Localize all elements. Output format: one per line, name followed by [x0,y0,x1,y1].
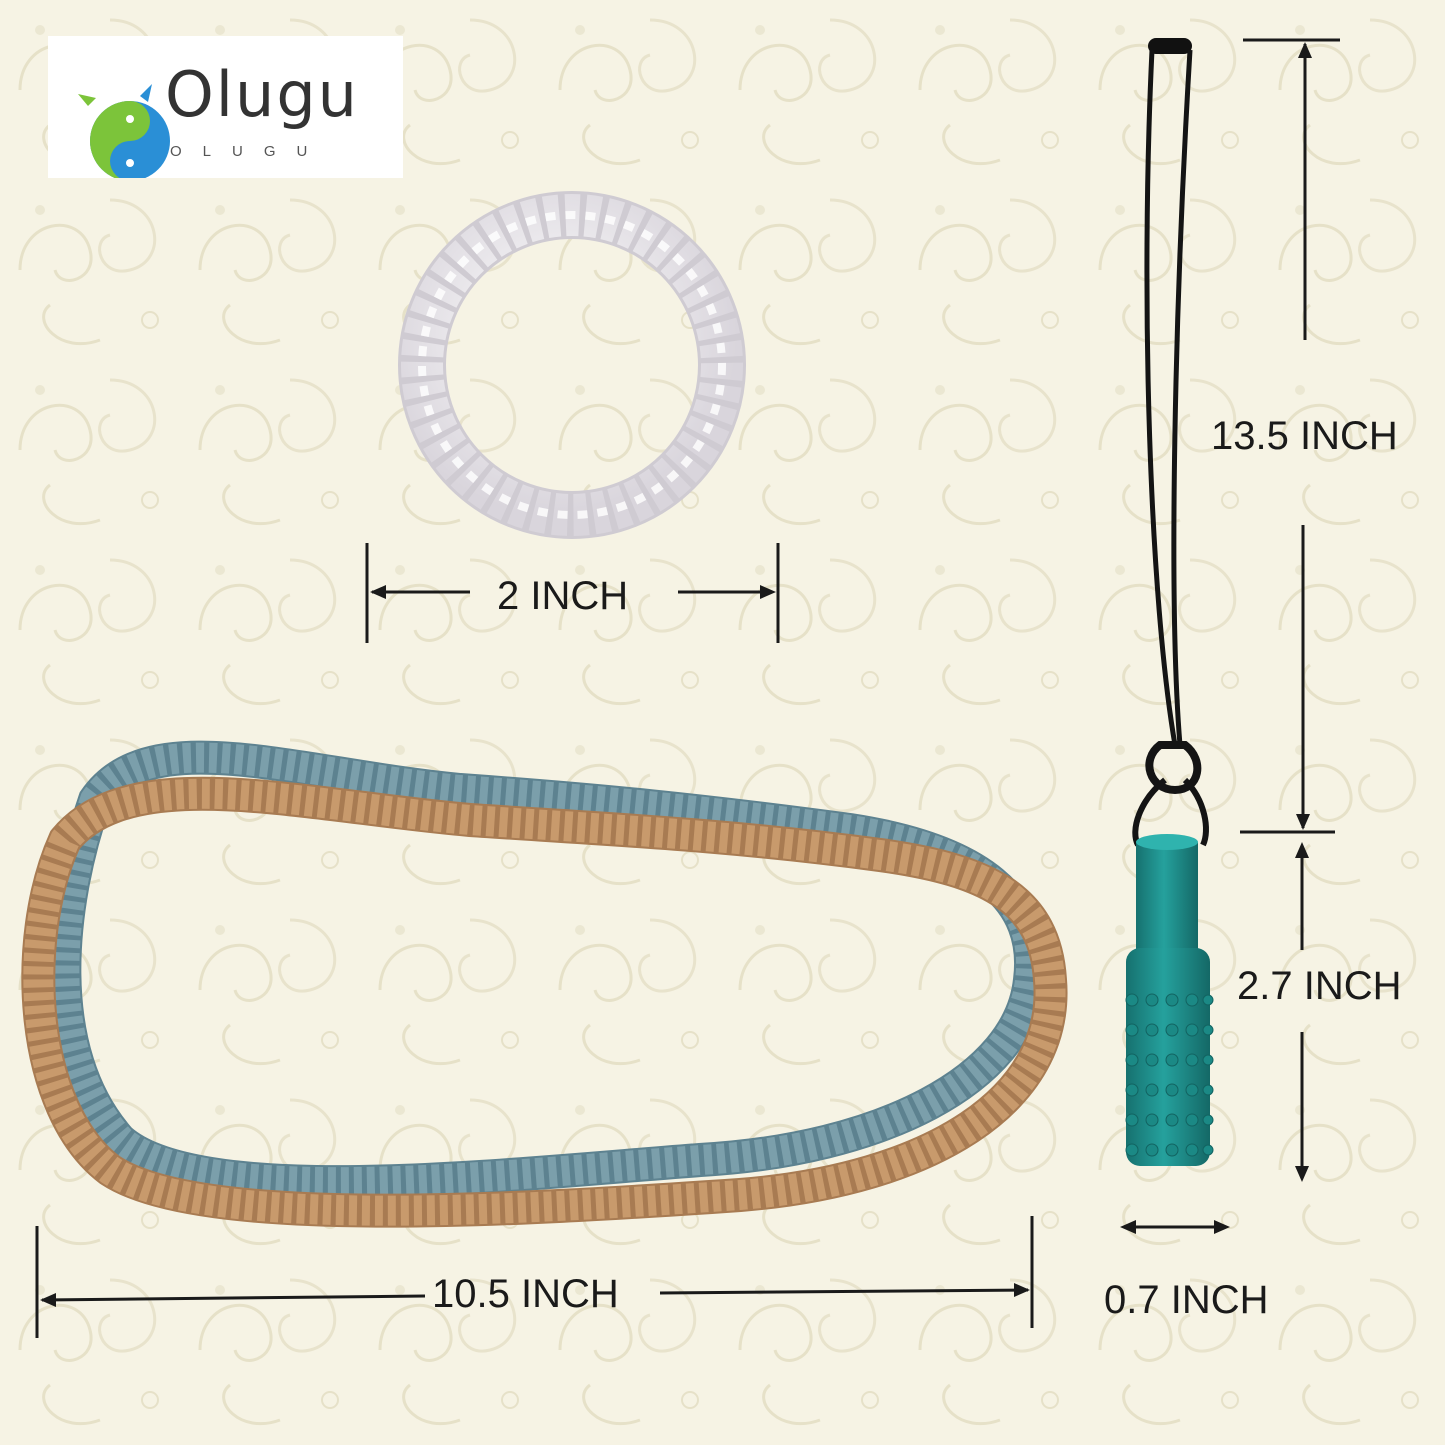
necklace-width-label: 10.5 INCH [432,1272,619,1316]
brand-logo: Olugu OLUGU [48,36,403,178]
fish-yin-yang-icon [78,84,170,178]
pendant-width-label: 0.7 INCH [1104,1278,1269,1322]
brand-name: Olugu [165,58,359,131]
coil-necklace [21,740,1068,1228]
bracelet-width-label: 2 INCH [497,574,629,618]
pendant-length-label: 2.7 INCH [1237,964,1402,1008]
cord-length-label: 13.5 INCH [1211,414,1398,458]
chew-pendant [1125,834,1214,1166]
brand-subtitle: OLUGU [170,143,329,160]
dimension-lines [35,38,1340,1338]
spiral-bracelet [398,191,746,539]
black-cord [1132,38,1209,847]
